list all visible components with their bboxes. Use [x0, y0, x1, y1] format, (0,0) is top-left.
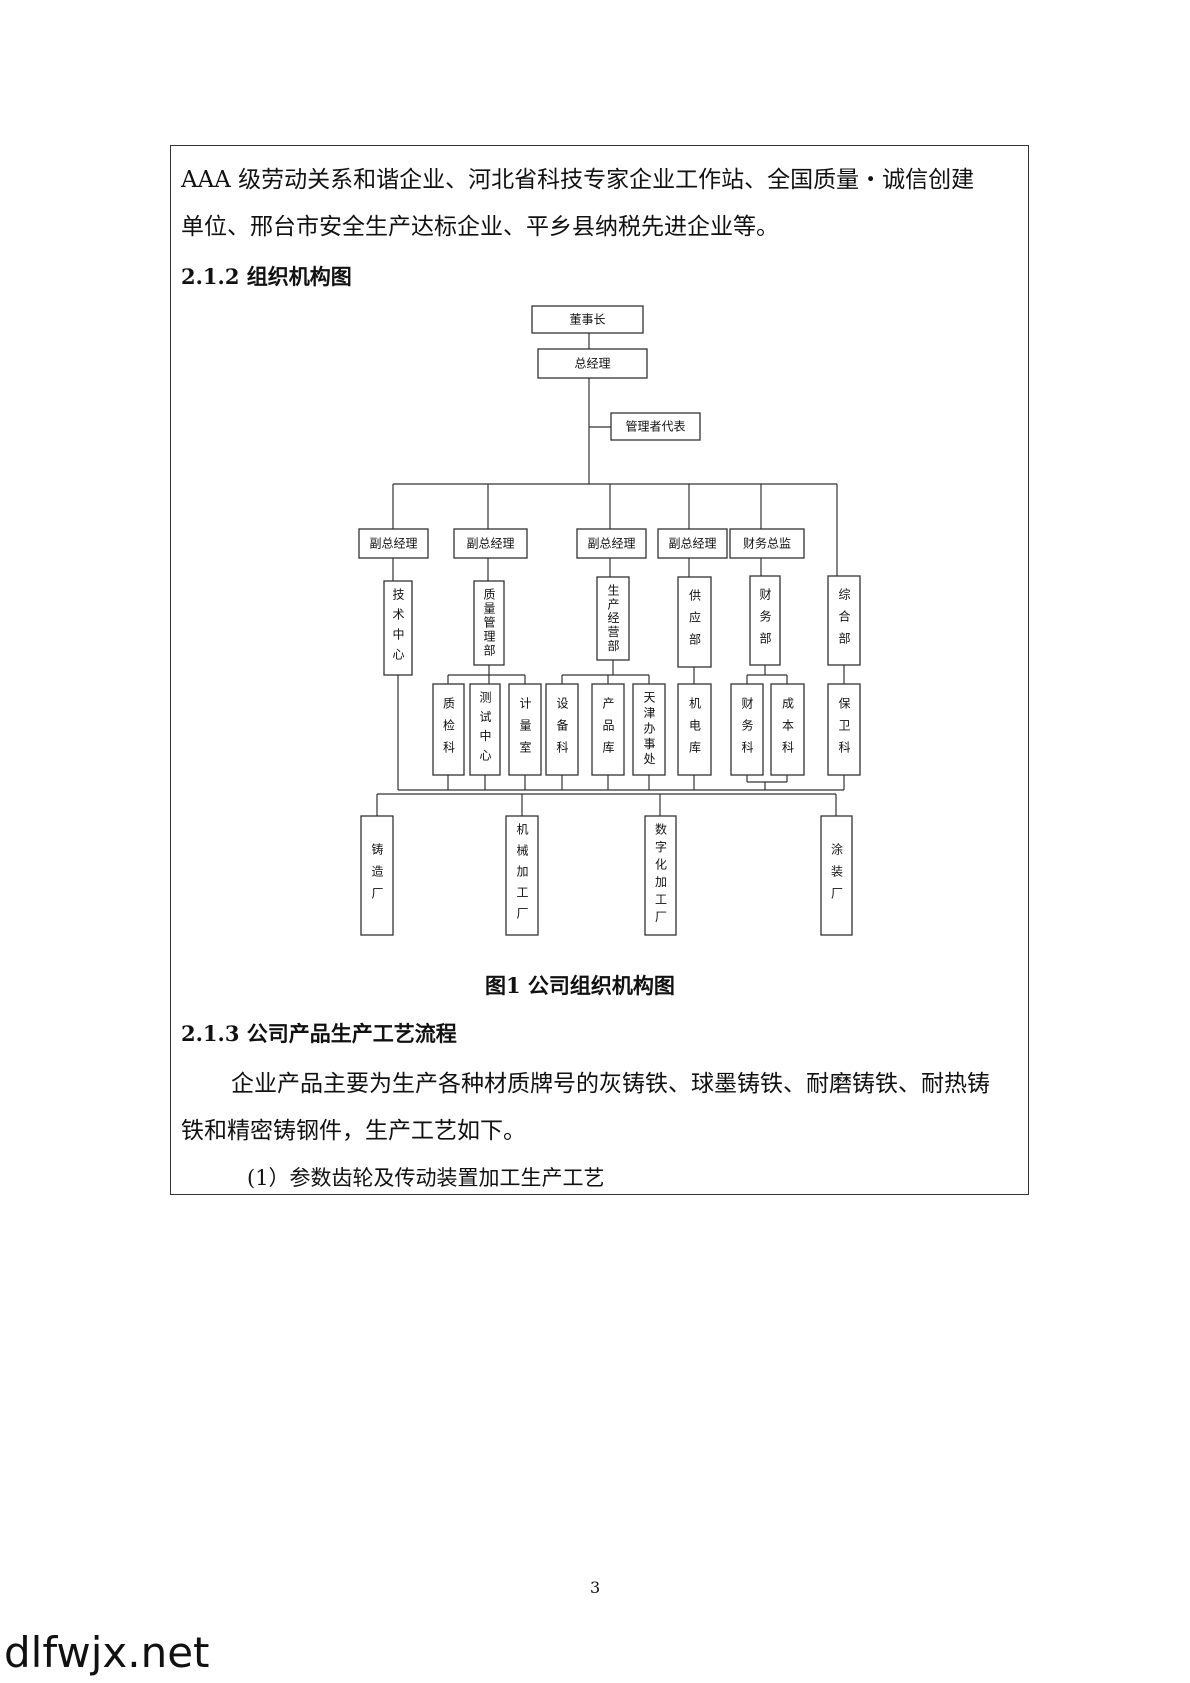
- org-node: 副总经理: [453, 528, 528, 559]
- org-node-label: 董事长: [569, 313, 605, 327]
- org-node: [591, 683, 625, 776]
- org-node-label-box: 产品库: [592, 684, 624, 775]
- paragraph-line: AAA 级劳动关系和谐企业、河北省科技专家企业工作站、全国质量・诚信创建: [181, 167, 975, 193]
- org-node-label: 生产经营部: [606, 584, 620, 653]
- org-node: 副总经理: [657, 528, 728, 559]
- org-node-label-box: 财务部: [750, 576, 780, 665]
- watermark: dlfwjx.net: [4, 1628, 210, 1677]
- org-node: [632, 683, 666, 776]
- paragraph-line: 企业产品主要为生产各种材质牌号的灰铸铁、球墨铸铁、耐磨铸铁、耐热铸: [231, 1071, 990, 1097]
- org-node-label-box: 天津办事处: [633, 684, 665, 775]
- paragraph-line: 单位、邢台市安全生产达标企业、平乡县纳税先进企业等。: [181, 214, 779, 240]
- org-node-label-box: 质量管理部: [474, 581, 504, 665]
- org-node: 副总经理: [358, 528, 429, 559]
- org-node-label-box: 生产经营部: [597, 577, 629, 660]
- org-node-label-box: 机械加工厂: [506, 816, 538, 935]
- org-node-label-box: 设备科: [546, 684, 578, 775]
- org-node: [432, 683, 465, 776]
- org-node-label-box: 测试中心: [470, 684, 500, 775]
- org-node: [644, 815, 677, 936]
- org-node-label-box: 计量室: [509, 684, 541, 775]
- org-node: [469, 683, 501, 776]
- org-node-label: 综合部: [837, 587, 851, 654]
- org-node-label: 机电库: [687, 696, 702, 763]
- org-node: [749, 575, 781, 666]
- list-item: (1）参数齿轮及传动装置加工生产工艺: [247, 1166, 605, 1190]
- org-node: [677, 576, 712, 668]
- paragraph-line: 铁和精密铸钢件，生产工艺如下。: [181, 1118, 526, 1144]
- org-node-label: 数字化加工厂: [653, 823, 668, 928]
- org-node-label: 机械加工厂: [515, 823, 529, 928]
- org-node: [545, 683, 579, 776]
- org-node-label: 供应部: [687, 589, 702, 655]
- org-node-label: 总经理: [574, 357, 610, 371]
- org-node-label: 产品库: [601, 696, 615, 763]
- org-node-label-box: 技术中心: [384, 581, 412, 675]
- org-node-label-box: 铸造厂: [361, 816, 393, 935]
- org-node-label-box: 财务科: [731, 684, 763, 775]
- org-node-label-box: 保卫科: [828, 684, 860, 775]
- org-node-label: 副总经理: [587, 537, 635, 551]
- org-node-label-box: 涂装厂: [821, 816, 852, 935]
- org-node-label: 成本科: [780, 696, 795, 763]
- content-frame: [170, 145, 1029, 1195]
- org-node-label-box: 机电库: [678, 684, 711, 775]
- org-node-label: 质量管理部: [482, 588, 496, 658]
- org-node: 董事长: [531, 305, 644, 334]
- figure-caption: 图1 公司组织机构图: [485, 973, 675, 998]
- org-node: [508, 683, 542, 776]
- org-node: [770, 683, 805, 776]
- org-node: [730, 683, 764, 776]
- org-node-label: 管理者代表: [625, 419, 685, 434]
- org-node: [677, 683, 712, 776]
- org-node: [596, 576, 630, 661]
- org-node: [820, 815, 853, 936]
- org-node-label: 财务科: [740, 696, 754, 763]
- org-node-label: 涂装厂: [829, 842, 844, 909]
- org-node: 财务总监: [729, 528, 805, 559]
- org-node-label-box: 数字化加工厂: [645, 816, 676, 935]
- org-node-label: 天津办事处: [642, 691, 656, 768]
- org-node-label: 副总经理: [668, 537, 716, 551]
- org-node: 副总经理: [576, 528, 647, 559]
- org-node: [827, 575, 861, 666]
- org-node-label: 设备科: [555, 696, 569, 763]
- org-node-label-box: 供应部: [678, 577, 711, 667]
- org-node-label: 技术中心: [391, 588, 405, 668]
- org-node-label-box: 质检科: [433, 684, 464, 775]
- page-number: 3: [590, 1578, 601, 1597]
- org-node: [827, 683, 861, 776]
- org-node-label: 保卫科: [837, 696, 851, 763]
- org-node-label: 测试中心: [478, 691, 492, 768]
- org-node: [383, 580, 413, 676]
- section-heading: 2.1.3 公司产品生产工艺流程: [181, 1021, 457, 1046]
- org-node: [360, 815, 394, 936]
- org-node: 总经理: [537, 348, 648, 379]
- org-node-label: 计量室: [518, 696, 532, 763]
- org-node-label-box: 成本科: [771, 684, 804, 775]
- org-node: [505, 815, 539, 936]
- org-node-label: 质检科: [441, 696, 456, 763]
- org-node: [473, 580, 505, 666]
- org-node-label: 铸造厂: [370, 842, 384, 909]
- org-node: 管理者代表: [610, 412, 701, 441]
- org-node-label: 副总经理: [466, 537, 514, 551]
- org-node-label: 财务总监: [743, 536, 791, 551]
- org-node-label-box: 综合部: [828, 576, 860, 665]
- org-node-label: 副总经理: [369, 537, 417, 551]
- section-heading: 2.1.2 组织机构图: [181, 264, 352, 289]
- org-node-label: 财务部: [758, 587, 772, 654]
